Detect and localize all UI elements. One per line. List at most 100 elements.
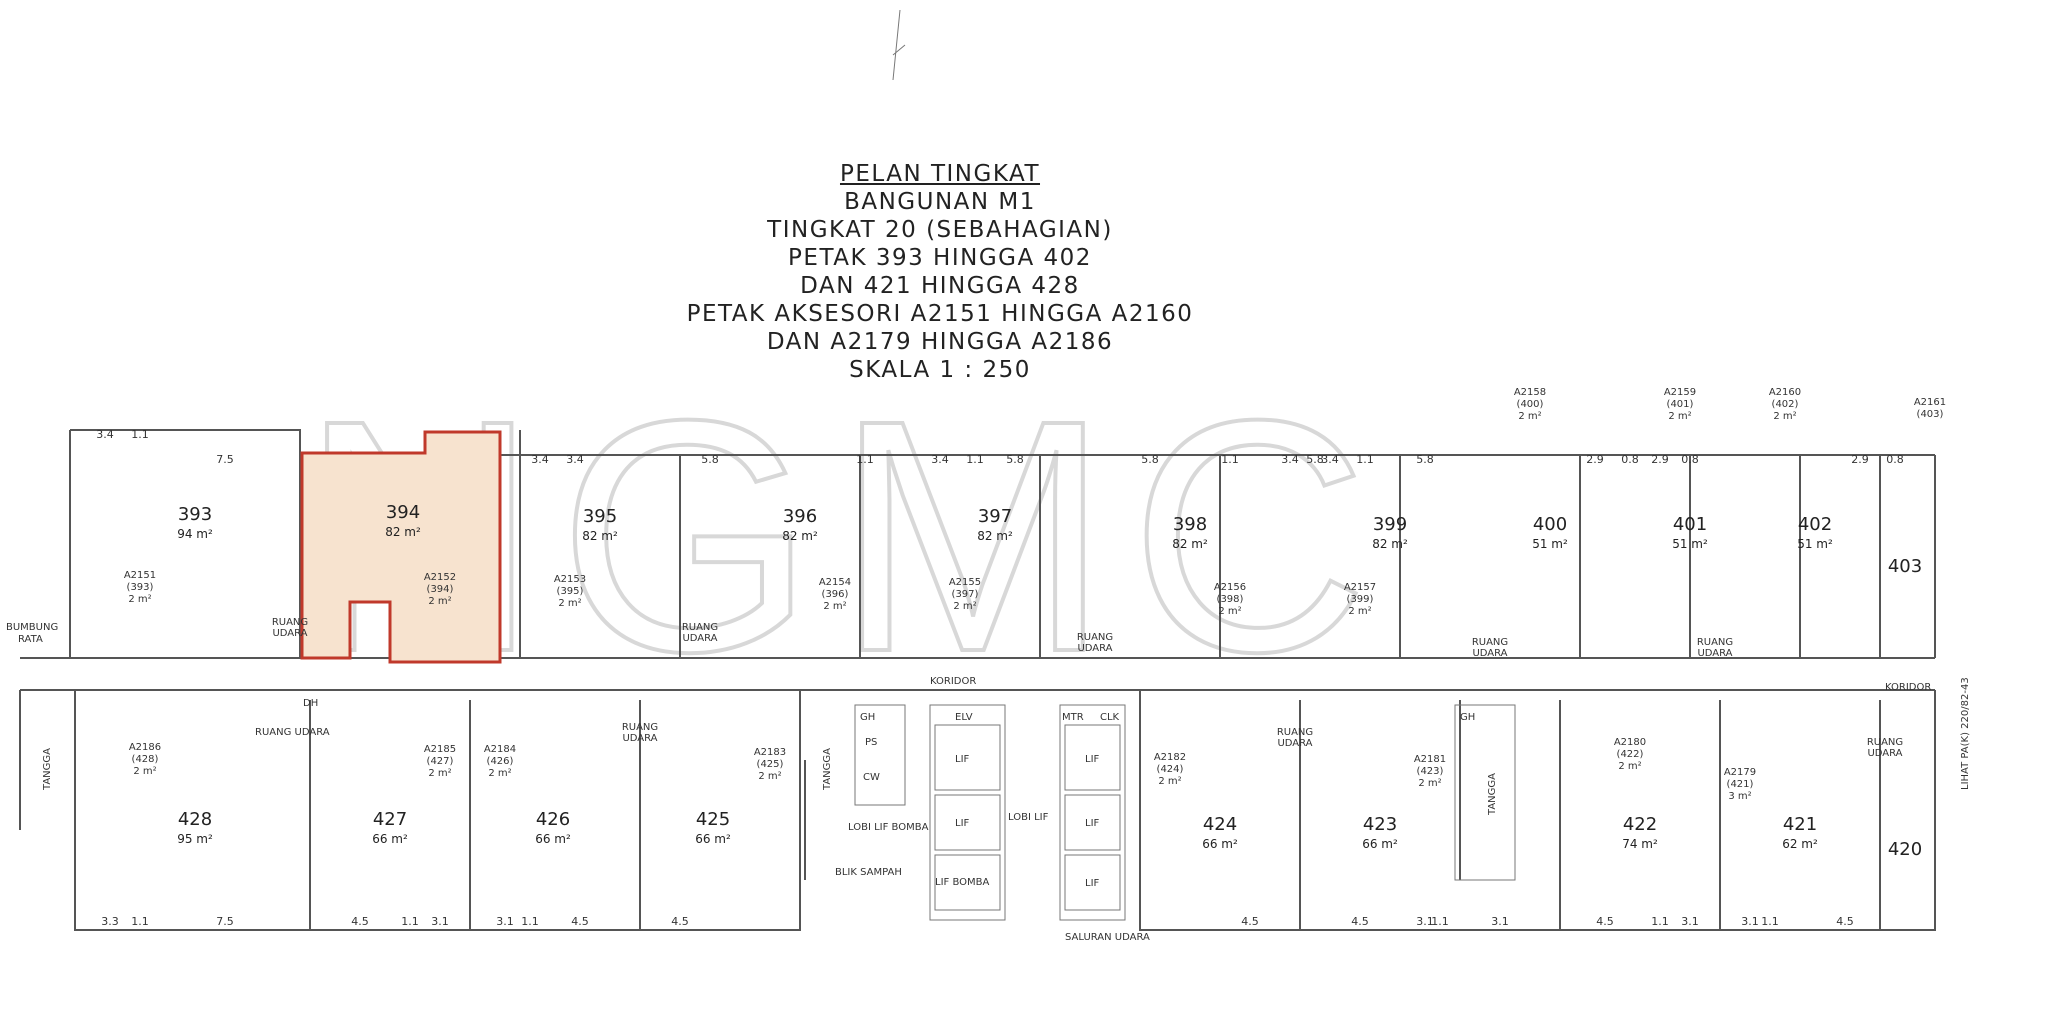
accessory-A2181-ref: (423): [1417, 766, 1444, 777]
tangga-label-1: TANGGA: [42, 748, 53, 791]
title-line-3: PETAK 393 HINGGA 402: [788, 245, 1092, 271]
parcel-396-number: 396: [783, 506, 817, 527]
accessory-A2159-area: 2 m²: [1668, 411, 1691, 422]
accessory-A2157-ref: (399): [1347, 594, 1374, 605]
dim-top-9: 1.1: [966, 453, 984, 466]
cw-label: CW: [863, 772, 880, 783]
udara-label-4: UDARA: [1697, 648, 1732, 659]
dim-bottom-13: 1.1: [1431, 915, 1449, 928]
parcel-401-area: 51 m²: [1672, 537, 1708, 551]
accessory-A2154-area: 2 m²: [823, 601, 846, 612]
parcel-402-area: 51 m²: [1797, 537, 1833, 551]
koridor-right-label: KORIDOR: [1885, 682, 1931, 693]
dim-top-5: 1.1: [856, 453, 874, 466]
accessory-A2155-area: 2 m²: [953, 601, 976, 612]
parcel-396-area: 82 m²: [782, 529, 818, 543]
ruang-udara-label-1: RUANG UDARA: [255, 727, 330, 738]
accessory-A2184-area: 2 m²: [488, 768, 511, 779]
dim-bottom-19: 1.1: [1761, 915, 1779, 928]
parcel-428-area: 95 m²: [177, 832, 213, 846]
dim-bottom-10: 4.5: [1241, 915, 1259, 928]
parcel-395-area: 82 m²: [582, 529, 618, 543]
korridor-label: KORIDOR: [930, 676, 976, 687]
dim-bottom-3: 4.5: [351, 915, 369, 928]
ruang-label-4: RUANG: [1697, 637, 1733, 648]
lobi-lif-bomba-label: LOBI LIF BOMBA: [848, 822, 929, 833]
ruang-label-1: RUANG: [682, 622, 718, 633]
accessory-A2182-area: 2 m²: [1158, 776, 1181, 787]
ruang-label-6: RUANG: [1277, 727, 1313, 738]
accessory-A2158-area: 2 m²: [1518, 411, 1541, 422]
accessory-A2186-area: 2 m²: [133, 766, 156, 777]
parcel-421-area: 62 m²: [1782, 837, 1818, 851]
accessory-A2185-area: 2 m²: [428, 768, 451, 779]
parcel-425-area: 66 m²: [695, 832, 731, 846]
lif-label-2: LIF: [955, 818, 970, 829]
top-row-outline: [69, 429, 1936, 658]
dim-bottom-18: 3.1: [1741, 915, 1759, 928]
udara-label-6: UDARA: [1277, 738, 1312, 749]
parcel-401-number: 401: [1673, 514, 1707, 535]
parcel-394-number: 394: [386, 502, 420, 523]
dim-top-19: 2.9: [1651, 453, 1669, 466]
dim-top-7: 5.8: [1006, 453, 1024, 466]
parcel-398-number: 398: [1173, 514, 1207, 535]
parcel-393-area: 94 m²: [177, 527, 213, 541]
lif-bomba-label: LIF BOMBA: [935, 877, 989, 888]
blik-sampah-label: BLIK SAMPAH: [835, 867, 902, 878]
parcel-394-highlight[interactable]: [300, 430, 502, 664]
ruang-label-5: RUANG: [622, 722, 658, 733]
accessory-A2183-area: 2 m²: [758, 771, 781, 782]
title-line-2: TINGKAT 20 (SEBAHAGIAN): [767, 217, 1113, 243]
dim-bottom-0: 3.3: [101, 915, 119, 928]
accessory-A2185-ref: (427): [427, 756, 454, 767]
accessory-A2160-area: 2 m²: [1773, 411, 1796, 422]
dim-bottom-14: 3.1: [1491, 915, 1509, 928]
parcel-400-number: 400: [1533, 514, 1567, 535]
ruang-label-7: RUANG: [1867, 737, 1903, 748]
accessory-A2154-id: A2154: [819, 577, 851, 588]
north-arrow-icon: [892, 9, 906, 81]
lif-label-3: LIF: [1085, 754, 1100, 765]
dim-top-13: 3.4: [1281, 453, 1299, 466]
accessory-A2151-ref: (393): [127, 582, 154, 593]
accessory-A2157-area: 2 m²: [1348, 606, 1371, 617]
accessory-A2155-id: A2155: [949, 577, 981, 588]
parcel-427-area: 66 m²: [372, 832, 408, 846]
dim-bottom-6: 3.1: [496, 915, 514, 928]
accessory-A2160-ref: (402): [1772, 399, 1799, 410]
tangga-label-3: TANGGA: [1487, 773, 1498, 816]
gh-label-2: GH: [1460, 712, 1475, 723]
accessory-A2179-id: A2179: [1724, 767, 1756, 778]
accessory-A2179-ref: (421): [1727, 779, 1754, 790]
parcel-397-area: 82 m²: [977, 529, 1013, 543]
parcel-403-number: 403: [1888, 556, 1922, 577]
ruang-label-2: RUANG: [1077, 632, 1113, 643]
dim-top-8: 3.4: [931, 453, 949, 466]
lif-label-5: LIF: [1085, 878, 1100, 889]
accessory-A2182-ref: (424): [1157, 764, 1184, 775]
dim-top-20: 0.8: [1681, 453, 1699, 466]
dim-top-0: 3.4: [96, 428, 114, 441]
accessory-A2158-ref: (400): [1517, 399, 1544, 410]
accessory-A2155-ref: (397): [952, 589, 979, 600]
saluran-udara-label: SALURAN UDARA: [1065, 932, 1150, 943]
dim-top-12: 1.1: [1221, 453, 1239, 466]
parcel-398-area: 82 m²: [1172, 537, 1208, 551]
dim-top-6: 5.8: [701, 453, 719, 466]
dim-bottom-17: 3.1: [1681, 915, 1699, 928]
accessory-A2184-id: A2184: [484, 744, 516, 755]
tangga-label-2: TANGGA: [822, 748, 833, 791]
parcel-393-number: 393: [178, 504, 212, 525]
dim-bottom-8: 4.5: [571, 915, 589, 928]
dim-top-14: 3.4: [1321, 453, 1339, 466]
udara-label-7: UDARA: [1867, 748, 1902, 759]
parcel-399-area: 82 m²: [1372, 537, 1408, 551]
accessory-A2182-id: A2182: [1154, 752, 1186, 763]
parcel-400-area: 51 m²: [1532, 537, 1568, 551]
udara-label-0: UDARA: [272, 628, 307, 639]
ruang-label-0: RUANG: [272, 617, 308, 628]
dim-bottom-9: 4.5: [671, 915, 689, 928]
